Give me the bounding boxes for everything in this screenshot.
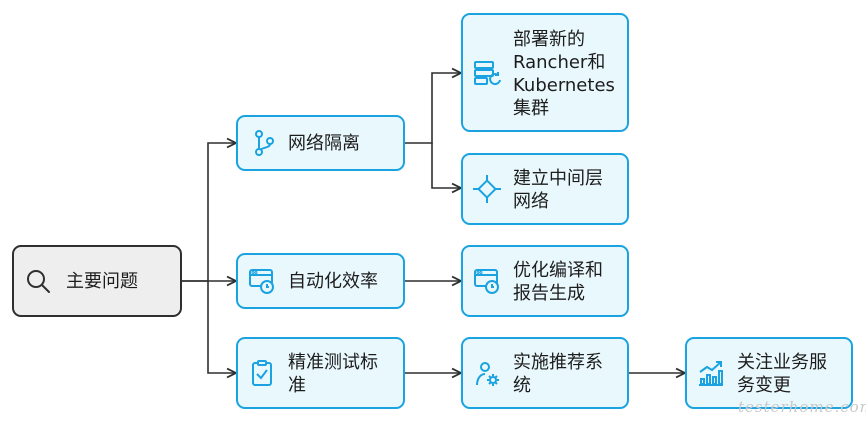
watermark: testerhome.com <box>738 398 866 416</box>
edge-root-network-isolation <box>182 143 236 282</box>
edge-root-test-standard <box>207 281 236 373</box>
chart-up-icon <box>697 359 725 387</box>
node-focus-changes[interactable]: 关注业务服 务变更 <box>685 337 853 409</box>
person-gear-icon <box>473 359 501 387</box>
node-label: 建立中间层 网络 <box>513 168 603 212</box>
node-network-isolation[interactable]: 网络隔离 <box>236 115 405 171</box>
clipboard-check-icon <box>248 359 276 387</box>
branch-icon <box>250 129 278 157</box>
node-label: 优化编译和 报告生成 <box>513 260 603 304</box>
window-clock-icon <box>248 267 276 295</box>
window-clock-icon <box>473 267 501 295</box>
node-label: 关注业务服 务变更 <box>737 352 827 396</box>
node-automation-efficiency[interactable]: 自动化效率 <box>236 253 405 309</box>
node-test-standard[interactable]: 精准测试标 准 <box>236 337 405 409</box>
edge-network-middle-layer <box>431 143 461 188</box>
node-optimize-compile[interactable]: 优化编译和 报告生成 <box>461 245 629 317</box>
node-root[interactable]: 主要问题 <box>12 245 182 317</box>
node-label: 精准测试标 准 <box>288 352 378 396</box>
node-label: 实施推荐系 统 <box>513 352 603 396</box>
node-middle-layer[interactable]: 建立中间层 网络 <box>461 153 629 225</box>
edge-network-deploy-new <box>405 73 461 144</box>
node-label: 网络隔离 <box>288 133 360 154</box>
node-label: 部署新的 Rancher和 Kubernetes 集群 <box>513 29 615 119</box>
node-deploy-new[interactable]: 部署新的 Rancher和 Kubernetes 集群 <box>461 13 629 132</box>
search-icon <box>24 267 52 295</box>
diamond-network-icon <box>473 175 501 203</box>
node-recommend-system[interactable]: 实施推荐系 统 <box>461 337 629 409</box>
server-refresh-icon <box>473 59 501 87</box>
node-label: 自动化效率 <box>288 271 378 292</box>
node-label: 主要问题 <box>66 271 138 292</box>
